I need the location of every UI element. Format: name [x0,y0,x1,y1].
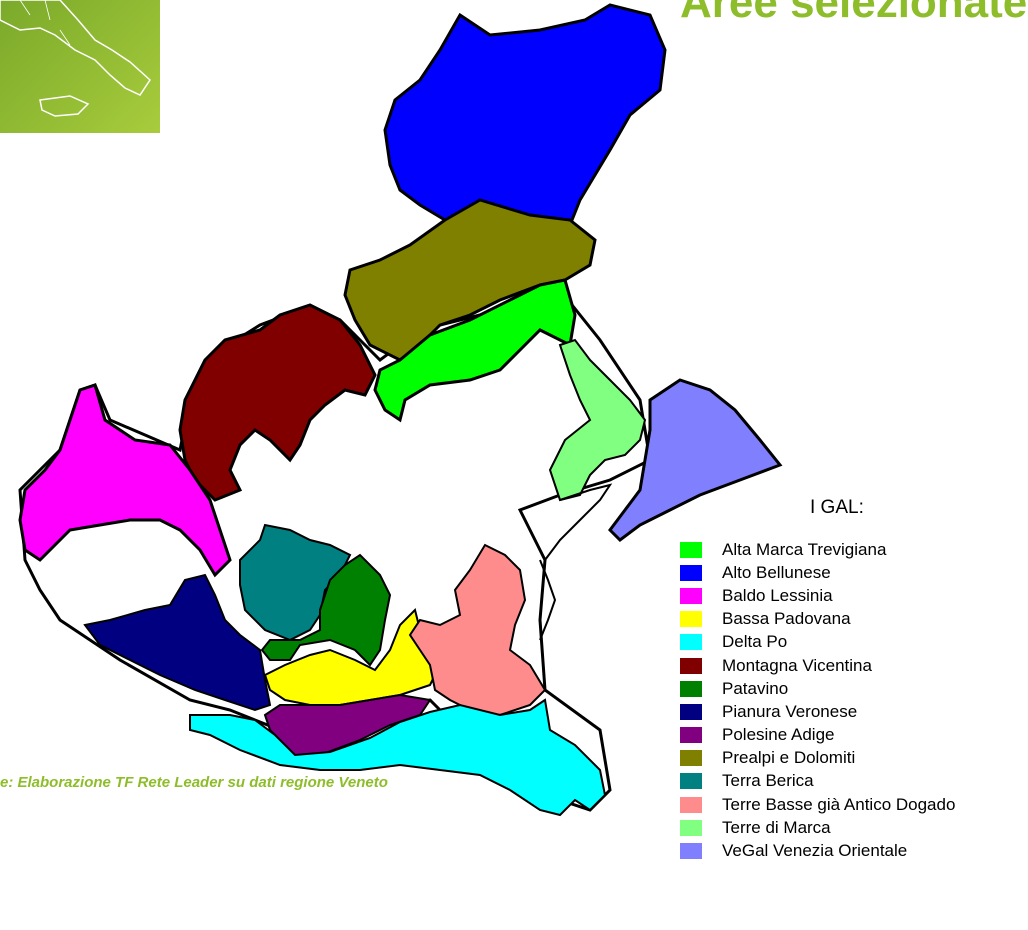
region-terre-basse-antico-dogado [408,543,547,717]
legend-label: Bassa Padovana [722,609,851,629]
legend-label: Prealpi e Dolomiti [722,748,856,768]
legend-label: Polesine Adige [722,725,835,745]
legend-label: Terre di Marca [722,817,831,837]
legend-swatch [680,611,702,628]
legend-item: Prealpi e Dolomiti [680,747,955,770]
legend-swatch [680,750,702,767]
legend-label: Pianura Veronese [722,701,858,721]
legend-item: Alto Bellunese [680,561,955,584]
legend-swatch [680,657,702,674]
region-baldo-lessinia [18,383,232,578]
legend-swatch [680,634,702,651]
legend-item: Montagna Vicentina [680,654,955,677]
region-vegal-venezia-orientale [608,378,783,542]
legend-item: Delta Po [680,631,955,654]
legend-swatch [680,703,702,720]
legend-swatch [680,680,702,697]
italy-locator-map [0,0,160,133]
legend-swatch [680,773,702,790]
region-pianura-veronese [83,573,272,712]
region-alto-bellunese [383,3,667,227]
legend-swatch [680,796,702,813]
legend-label: VeGal Venezia Orientale [722,841,908,861]
legend-item: VeGal Venezia Orientale [680,839,955,862]
legend-swatch [680,727,702,744]
legend: Alta Marca Trevigiana Alto Bellunese Bal… [680,538,955,863]
legend-swatch [680,819,702,836]
region-delta-po [189,698,607,817]
map-title: Aree selezionate [680,0,1028,27]
legend-swatch [680,843,702,860]
source-note: e: Elaborazione TF Rete Leader su dati r… [0,774,388,791]
legend-label: Baldo Lessinia [722,585,833,605]
legend-label: Patavino [722,678,789,698]
legend-title: I GAL: [810,497,864,518]
legend-label: Terre Basse già Antico Dogado [722,794,956,814]
legend-item: Patavino [680,677,955,700]
legend-label: Alto Bellunese [722,562,831,582]
legend-label: Delta Po [722,632,788,652]
legend-item: Polesine Adige [680,724,955,747]
legend-swatch [680,541,702,558]
legend-swatch [680,587,702,604]
legend-item: Terre Basse già Antico Dogado [680,793,955,816]
region-terre-di-marca [548,338,647,502]
region-prealpi-dolomiti [343,198,597,362]
region-patavino [260,553,392,667]
region-alta-marca-trevigiana [373,278,577,423]
legend-label: Montagna Vicentina [722,655,872,675]
region-montagna-vicentina [178,303,377,502]
legend-item: Bassa Padovana [680,608,955,631]
legend-label: Alta Marca Trevigiana [722,539,887,559]
legend-label: Terra Berica [722,771,814,791]
legend-item: Terra Berica [680,770,955,793]
legend-item: Baldo Lessinia [680,584,955,607]
region-lagoon-coast [539,483,613,641]
legend-item: Pianura Veronese [680,700,955,723]
legend-item: Terre di Marca [680,816,955,839]
legend-item: Alta Marca Trevigiana [680,538,955,561]
legend-swatch [680,564,702,581]
